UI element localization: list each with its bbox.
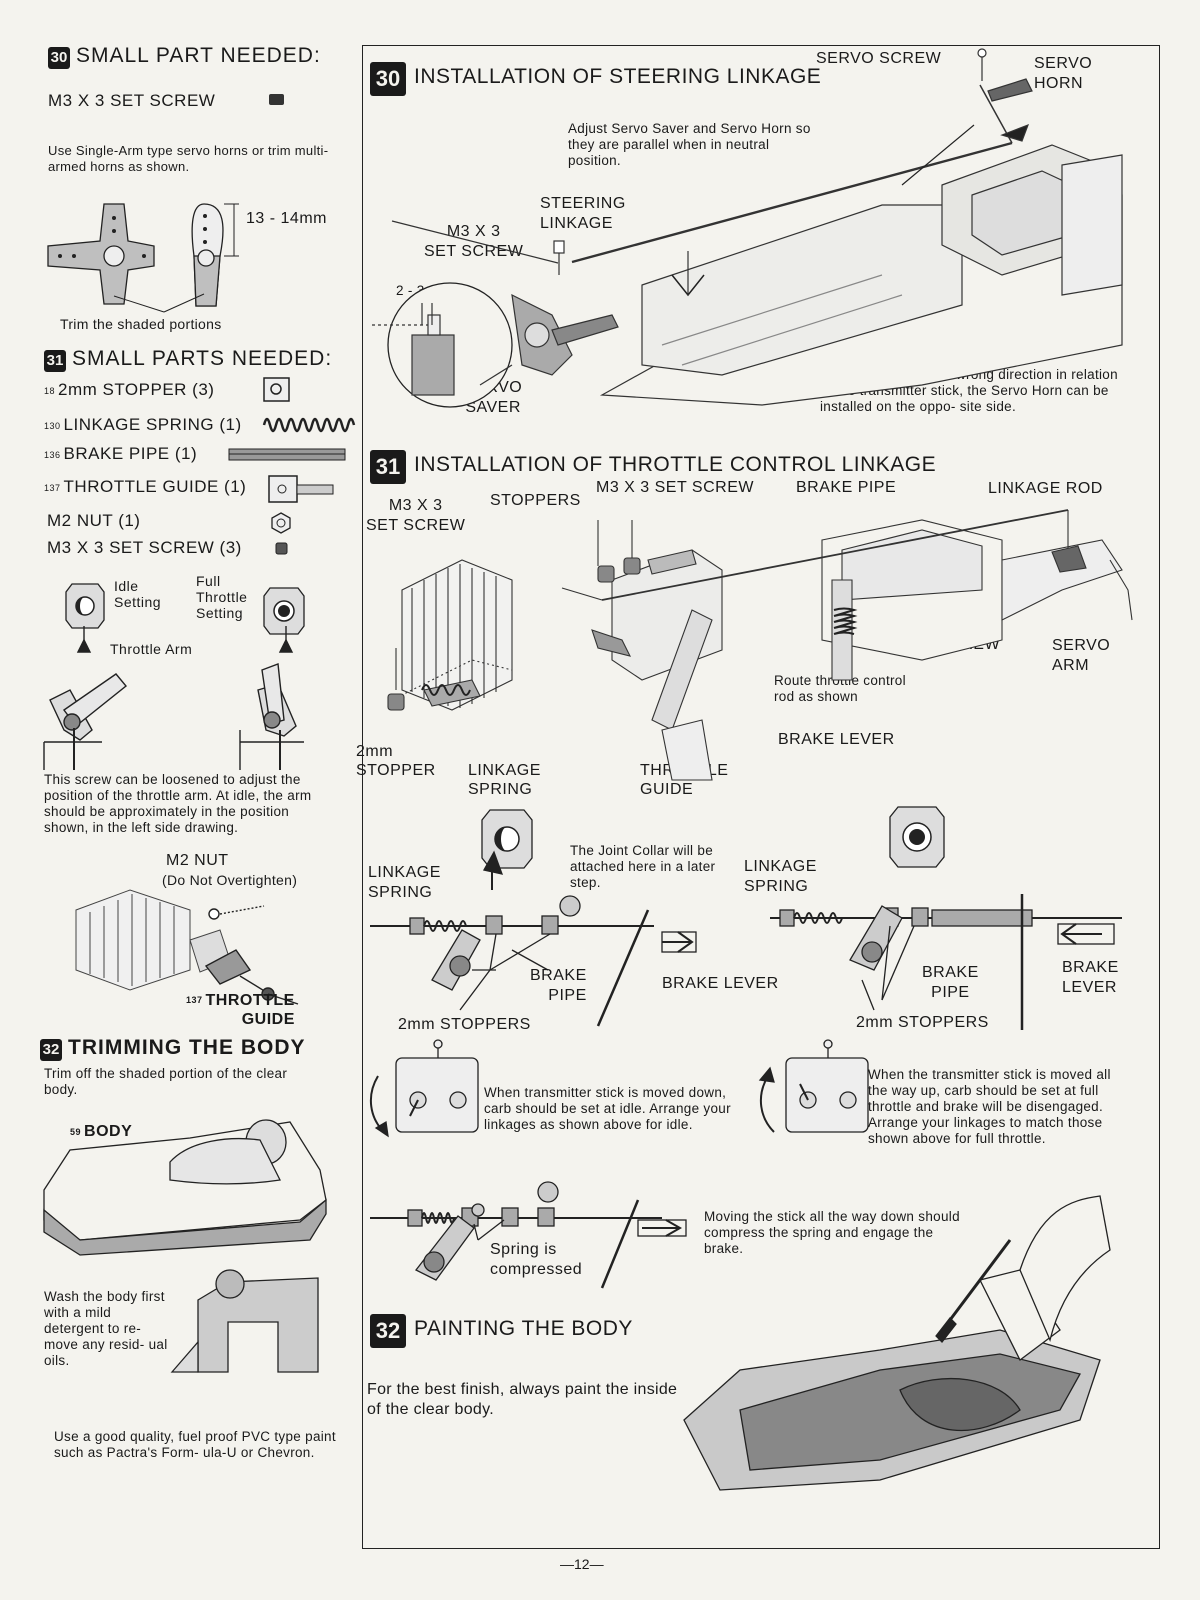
brake-lever-label-top: BRAKE LEVER: [778, 731, 895, 748]
linkage-spring-label-right: LINKAGE SPRING: [744, 858, 817, 895]
step-number-32: 32: [40, 1038, 62, 1061]
trimming-note: Trim off the shaded portion of the clear…: [44, 1066, 288, 1097]
transmitter-stick-down-illustration: [369, 1039, 479, 1138]
small-parts-title: SMALL PARTS NEEDED:: [72, 347, 333, 370]
set-screw-small-icon: [275, 542, 288, 555]
page-number: —12—: [560, 1556, 604, 1572]
servo-horn-note: Use Single-Arm type servo horns or trim …: [48, 143, 329, 174]
linkage-spring-label-a: LINKAGE SPRING: [468, 762, 541, 798]
step-number-31-large: 31: [370, 450, 406, 484]
servo-horns-illustration: [47, 203, 239, 313]
throttle-arm-label: Throttle Arm: [110, 641, 193, 657]
section-32-trimming-heading: 32 TRIMMING THE BODY: [40, 1036, 306, 1061]
full-throttle-setting-label: Full Throttle Setting: [196, 573, 248, 621]
servo-horn-label: SERVO HORN: [1034, 55, 1093, 92]
linkage-rod-label: LINKAGE ROD: [988, 480, 1103, 497]
part-set-screw: M3 X 3 SET SCREW: [48, 91, 216, 110]
parts-list-item-set-screw: M3 X 3 SET SCREW (3): [47, 538, 242, 557]
servo-arm-label: SERVO ARM: [1052, 637, 1111, 674]
spring-compressed-diagram: [370, 1181, 687, 1289]
brake-pipe-label-left: BRAKE PIPE: [530, 967, 587, 1004]
small-part-title: SMALL PART NEEDED:: [76, 44, 321, 67]
idle-setting-icon: [65, 583, 105, 629]
parts-list-item-m2-nut: M2 NUT (1): [47, 511, 141, 530]
idle-indicator-icon: [481, 809, 533, 869]
step-number-30-large: 30: [370, 62, 406, 96]
linkage-spring-icon: [262, 417, 356, 433]
steering-linkage-label: STEERING LINKAGE: [540, 195, 626, 232]
do-not-overtighten-note: (Do Not Overtighten): [162, 872, 298, 888]
stopper-icon: [263, 377, 290, 402]
brake-lever-label-right: BRAKE LEVER: [1062, 959, 1119, 996]
m2-nut-icon: [271, 512, 291, 534]
section-31-parts-heading: 31 SMALL PARTS NEEDED:: [44, 347, 332, 372]
body-wash-illustration: [170, 1269, 319, 1373]
brake-lever-label-left: BRAKE LEVER: [662, 975, 779, 992]
throttle-title: INSTALLATION OF THROTTLE CONTROL LINKAGE: [414, 453, 937, 477]
body-trim-illustration: [43, 1119, 327, 1256]
throttle-screw-note: This screw can be loosened to adjust the…: [44, 772, 312, 835]
spring-compressed-label: Spring is compressed: [490, 1241, 583, 1278]
stick-down-brake-note: Moving the stick all the way down should…: [704, 1209, 960, 1256]
section-32-painting-heading: 32 PAINTING THE BODY: [370, 1314, 633, 1348]
dimension-label: 13 - 14mm: [246, 210, 327, 227]
set-screw-label-31-top: M3 X 3 SET SCREW: [596, 479, 754, 496]
engine-throttle-guide-illustration: [75, 889, 299, 1005]
full-throttle-instruction-text: When the transmitter stick is moved all …: [868, 1067, 1111, 1146]
stoppers-label-right: 2mm STOPPERS: [856, 1014, 989, 1031]
transmitter-stick-up-illustration: [758, 1039, 869, 1133]
step-number-31: 31: [44, 349, 66, 372]
step-number-32-large: 32: [370, 1314, 406, 1348]
steering-title: INSTALLATION OF STEERING LINKAGE: [414, 65, 822, 89]
wash-note: Wash the body first with a mild detergen…: [44, 1289, 168, 1368]
painting-note: For the best finish, always paint the in…: [367, 1381, 678, 1418]
servo-screw-label: SERVO SCREW: [816, 50, 942, 67]
full-throttle-indicator-icon: [889, 806, 945, 868]
trim-label: Trim the shaded portions: [60, 316, 222, 332]
brake-pipe-label-top: BRAKE PIPE: [796, 479, 897, 496]
set-screw-label-31-left: M3 X 3 SET SCREW: [366, 497, 466, 534]
idle-full-linkage-diagram: [370, 850, 1122, 1030]
joint-collar-note: The Joint Collar will be attached here i…: [570, 843, 716, 890]
section-30-steering-heading: 30 INSTALLATION OF STEERING LINKAGE: [370, 62, 821, 96]
idle-setting-label: Idle Setting: [114, 578, 162, 610]
step-number-30: 30: [48, 46, 70, 69]
section-30-parts-heading: 30 SMALL PART NEEDED:: [48, 44, 321, 69]
brake-pipe-label-right: BRAKE PIPE: [922, 964, 979, 1001]
adjust-note: Adjust Servo Saver and Servo Horn so the…: [568, 121, 811, 168]
throttle-guide-icon: [268, 475, 334, 503]
trimming-title: TRIMMING THE BODY: [68, 1036, 306, 1059]
m2-nut-label: M2 NUT: [166, 852, 229, 869]
section-31-throttle-heading: 31 INSTALLATION OF THROTTLE CONTROL LINKA…: [370, 450, 936, 484]
stoppers-label-left: 2mm STOPPERS: [398, 1016, 531, 1033]
brake-pipe-icon: [228, 448, 346, 461]
stoppers-label: STOPPERS: [490, 492, 581, 509]
set-screw-icon: [269, 94, 284, 105]
full-throttle-setting-icon: [263, 587, 305, 635]
instructions-frame: [362, 45, 1160, 1549]
idle-instruction-text: When transmitter stick is moved down, ca…: [484, 1085, 731, 1132]
painting-title: PAINTING THE BODY: [414, 1317, 633, 1341]
throttle-linkage-illustration: [387, 509, 1133, 781]
throttle-arm-illustration: [43, 626, 304, 770]
painting-body-illustration: [683, 1195, 1111, 1491]
steering-linkage-illustration: [372, 48, 1123, 408]
linkage-spring-label-left: LINKAGE SPRING: [368, 864, 441, 901]
stopper-2mm-label: 2mm STOPPER: [356, 743, 436, 779]
paint-note: Use a good quality, fuel proof PVC type …: [54, 1429, 336, 1460]
